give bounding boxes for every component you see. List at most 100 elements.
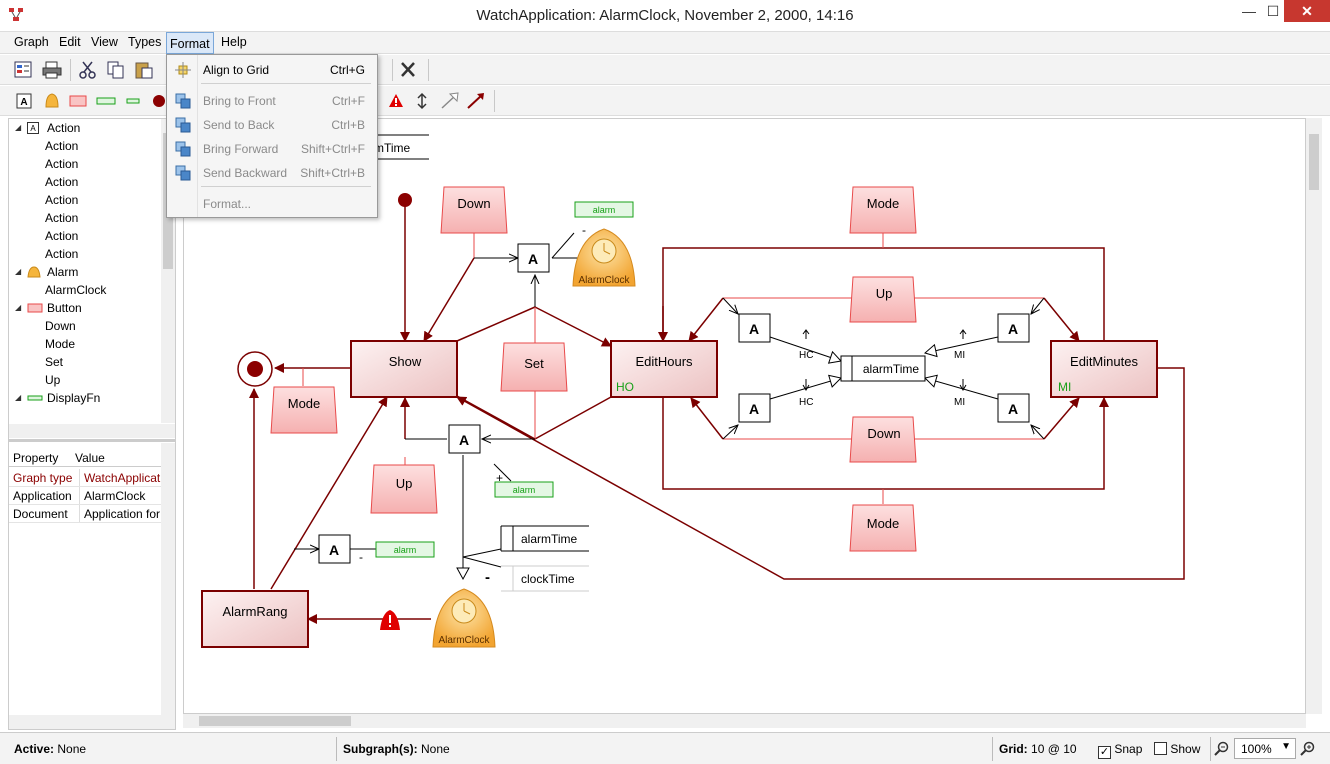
expand-toggle-icon[interactable]: ◢ <box>15 123 22 132</box>
alarm-event-tool-icon[interactable] <box>386 92 406 110</box>
tree-hscrollbar[interactable] <box>9 424 175 438</box>
button-mode-top[interactable]: Mode <box>849 186 917 234</box>
zoom-out-icon[interactable] <box>1214 741 1230 757</box>
property-column-header: Property <box>13 451 59 465</box>
action-tool-icon[interactable]: A <box>14 92 34 110</box>
state-show[interactable]: Show <box>350 340 458 398</box>
vertical-arrow-tool-icon[interactable] <box>412 92 432 110</box>
inheritance-tool-icon[interactable] <box>440 92 460 110</box>
menu-item-format[interactable]: Format... <box>167 193 377 215</box>
displayfn-small-tool-icon[interactable] <box>124 92 144 110</box>
action-box-6[interactable]: A <box>997 313 1030 343</box>
props-scrollbar[interactable] <box>161 443 175 715</box>
menu-format[interactable]: Format <box>166 32 214 54</box>
menu-bar: Graph Edit View Types Format Help <box>0 32 1330 54</box>
zoom-select[interactable]: 100% ▼ <box>1234 738 1296 759</box>
final-state[interactable] <box>237 351 273 387</box>
menu-types[interactable]: Types <box>128 35 162 49</box>
panel-splitter[interactable] <box>9 439 175 442</box>
menu-help[interactable]: Help <box>221 35 247 49</box>
props-hscrollbar[interactable] <box>9 715 175 729</box>
zoom-in-icon[interactable] <box>1300 741 1316 757</box>
canvas-hscrollbar[interactable] <box>183 714 1306 728</box>
property-value[interactable]: Application for <box>79 505 160 522</box>
action-box-1[interactable]: A <box>517 243 550 273</box>
alarm-event-icon[interactable] <box>380 610 400 630</box>
displayfn-tool-icon[interactable] <box>96 92 116 110</box>
tree-item-label: Alarm <box>47 265 79 279</box>
tree-item-label: Action <box>45 193 79 207</box>
show-check-icon[interactable] <box>1154 742 1167 755</box>
displayfn-alarmtime-center[interactable]: alarmTime <box>840 355 926 382</box>
displayfn-alarmtime[interactable]: alarmTime <box>500 525 589 552</box>
expand-toggle-icon[interactable]: ◢ <box>15 303 22 312</box>
properties-icon[interactable] <box>14 61 34 79</box>
state-alarmrang[interactable]: AlarmRang <box>201 590 309 648</box>
diagram-canvas[interactable]: rmTime <box>183 118 1306 714</box>
initial-state-dot[interactable] <box>398 193 412 207</box>
cut-icon[interactable] <box>78 61 98 79</box>
alarm-label-3[interactable]: alarm <box>375 541 435 558</box>
minimize-button[interactable]: — <box>1242 3 1256 19</box>
property-header: Property Value <box>9 449 161 467</box>
menu-view[interactable]: View <box>91 35 118 49</box>
state-show-label: Show <box>389 354 422 369</box>
expand-toggle-icon[interactable]: ◢ <box>15 267 22 276</box>
button-down-top[interactable]: Down <box>440 186 508 234</box>
canvas-vscroll-thumb[interactable] <box>1309 134 1319 190</box>
maximize-button[interactable]: ☐ <box>1266 3 1280 19</box>
property-value[interactable]: WatchApplicati <box>79 469 161 486</box>
alarm-label-2[interactable]: alarm <box>494 481 554 498</box>
button-down-right[interactable]: Down <box>849 416 917 463</box>
action-box-2[interactable]: A <box>448 424 481 454</box>
copy-icon[interactable] <box>106 61 126 79</box>
button-up-right[interactable]: Up <box>849 276 917 323</box>
button-set[interactable]: Set <box>500 342 568 392</box>
button-tool-icon[interactable] <box>68 92 88 110</box>
state-diagram[interactable]: rmTime <box>184 119 1306 714</box>
action-box-7[interactable]: A <box>997 393 1030 423</box>
delete-icon[interactable] <box>398 61 418 79</box>
button-up-left[interactable]: Up <box>370 464 438 514</box>
menu-graph[interactable]: Graph <box>14 35 49 49</box>
action-box-4[interactable]: A <box>738 313 771 343</box>
state-editminutes-label: EditMinutes <box>1070 354 1138 369</box>
menu-edit[interactable]: Edit <box>59 35 81 49</box>
tree-item-label: AlarmClock <box>45 283 107 297</box>
partial-alarmtime-label: rmTime <box>370 141 411 155</box>
menu-separator <box>201 83 371 84</box>
alarm-tool-icon[interactable] <box>42 92 62 110</box>
start-tool-icon[interactable] <box>150 92 170 110</box>
close-button[interactable]: ✕ <box>1284 0 1330 22</box>
canvas-vscrollbar[interactable] <box>1306 118 1322 714</box>
paste-icon[interactable] <box>134 61 154 79</box>
transition-tool-icon[interactable] <box>466 92 486 110</box>
alarm-label-1[interactable]: alarm <box>574 201 634 218</box>
action-box-3[interactable]: A <box>318 534 351 564</box>
state-editminutes[interactable]: EditMinutes MI <box>1050 340 1158 398</box>
state-edithours[interactable]: EditHours HO <box>610 340 718 398</box>
print-icon[interactable] <box>42 61 62 79</box>
action-box-5[interactable]: A <box>738 393 771 423</box>
show-checkbox[interactable]: Show <box>1154 738 1200 760</box>
snap-checkbox[interactable]: ✓ Snap <box>1098 738 1142 760</box>
alarm-clock-bell-2[interactable]: AlarmClock <box>432 588 496 648</box>
displayfn-clocktime[interactable]: clockTime <box>501 565 589 592</box>
expand-toggle-icon[interactable]: ◢ <box>15 393 22 402</box>
property-value[interactable]: AlarmClock <box>79 487 145 504</box>
button-mode-bottom[interactable]: Mode <box>849 504 917 552</box>
button-mode-left[interactable]: Mode <box>270 386 338 434</box>
canvas-hscroll-thumb[interactable] <box>199 716 351 726</box>
button-up-left-label: Up <box>396 476 413 491</box>
alarm-clock-bell-1[interactable]: AlarmClock <box>572 228 636 287</box>
snap-check-icon[interactable]: ✓ <box>1098 746 1111 759</box>
